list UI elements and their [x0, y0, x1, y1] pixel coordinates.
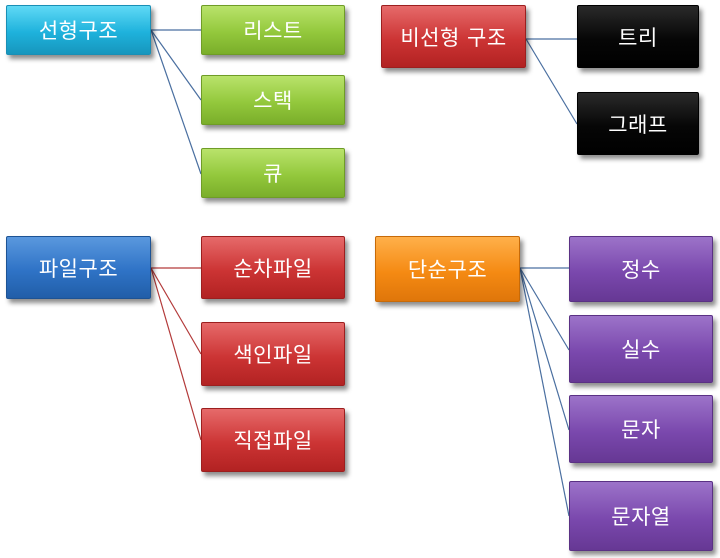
file-structure-node: 파일구조: [6, 236, 151, 299]
simple-item-real: 실수: [569, 315, 713, 383]
connector-linear-queue: [150, 29, 202, 175]
file-item-sequential: 순차파일: [201, 236, 345, 299]
simple-item-integer: 정수: [569, 236, 713, 302]
connector-file-direct: [150, 267, 202, 441]
simple-item-char: 문자: [569, 395, 713, 463]
nonlinear-structure-node: 비선형 구조: [381, 5, 526, 68]
simple-item-string: 문자열: [569, 481, 713, 551]
connector-simple-char: [519, 267, 570, 431]
connector-nonlinear-graph: [525, 38, 578, 125]
nonlinear-item-graph: 그래프: [577, 92, 699, 155]
connector-simple-string: [519, 267, 570, 517]
connector-simple-real: [519, 267, 570, 351]
linear-item-list: 리스트: [201, 5, 345, 55]
linear-item-queue: 큐: [201, 148, 345, 198]
simple-structure-node: 단순구조: [375, 236, 520, 302]
connector-file-index: [150, 267, 202, 355]
linear-structure-node: 선형구조: [6, 5, 151, 55]
file-item-direct: 직접파일: [201, 408, 345, 472]
linear-item-stack: 스택: [201, 75, 345, 125]
nonlinear-item-tree: 트리: [577, 5, 699, 68]
file-item-indexed: 색인파일: [201, 322, 345, 386]
connector-linear-stack: [150, 29, 202, 101]
